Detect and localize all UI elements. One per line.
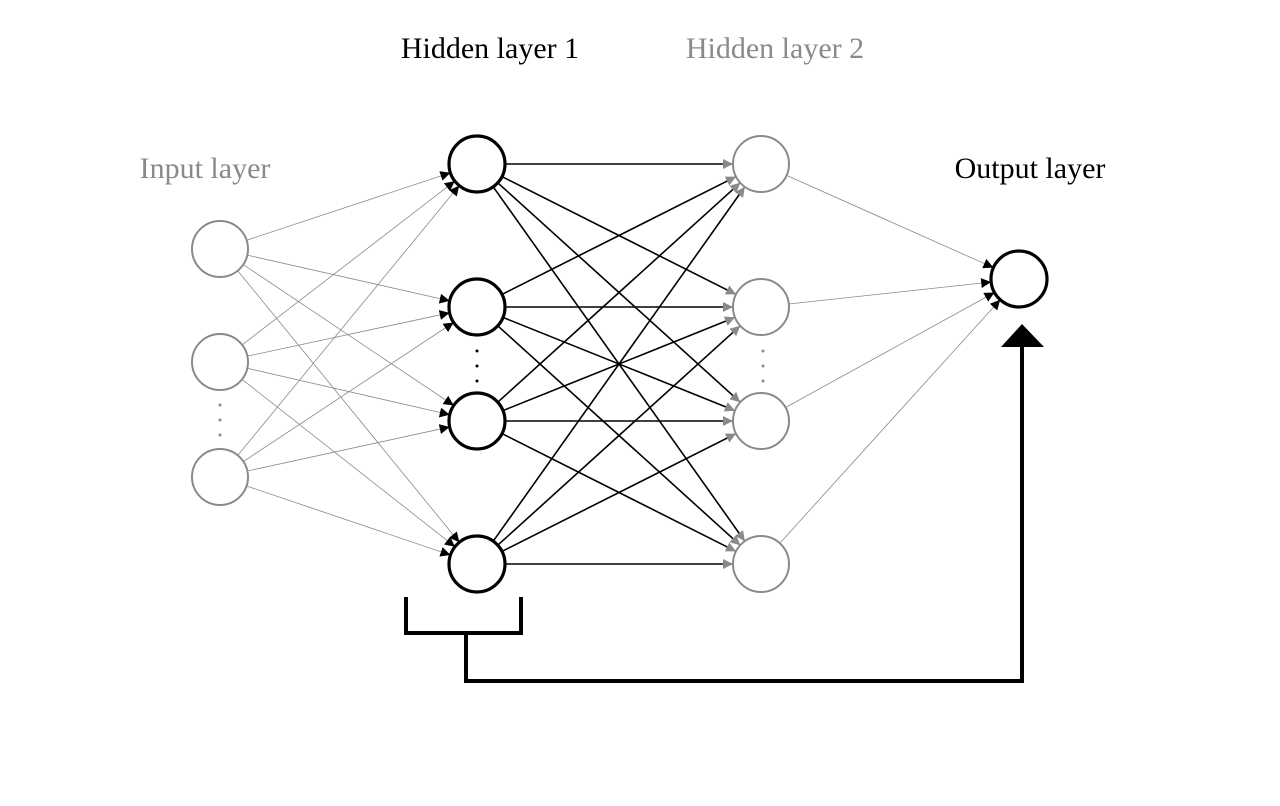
hidden1-ellipsis bbox=[475, 349, 479, 353]
hidden1-node bbox=[447, 534, 507, 594]
hidden1-hidden2-edge bbox=[497, 182, 741, 403]
hidden1-hidden2-edge bbox=[501, 176, 736, 296]
input-layer-label: Input layer bbox=[140, 152, 271, 185]
hidden1-ellipsis bbox=[475, 364, 479, 368]
hidden2-node bbox=[732, 135, 790, 193]
hidden1-node bbox=[447, 391, 507, 451]
hidden1-node bbox=[447, 134, 507, 194]
hidden2-ellipsis bbox=[761, 364, 765, 368]
input-ellipsis bbox=[218, 403, 222, 407]
input-hidden1-edge bbox=[246, 171, 451, 241]
input-node bbox=[191, 333, 249, 391]
hidden2-output-edge bbox=[779, 299, 1001, 544]
input-hidden1-edge bbox=[243, 322, 454, 462]
hidden1-hidden2-edge bbox=[492, 186, 745, 542]
hidden1-hidden2-edge bbox=[497, 325, 741, 546]
input-ellipsis bbox=[218, 418, 222, 422]
input-hidden1-edge bbox=[237, 270, 460, 543]
input-node bbox=[191, 448, 249, 506]
hidden-layer-1-label: Hidden layer 1 bbox=[401, 32, 579, 65]
output-node bbox=[989, 249, 1049, 309]
feedback-line bbox=[464, 340, 1024, 683]
input-ellipsis bbox=[218, 433, 222, 437]
input-hidden1-edge bbox=[241, 378, 455, 547]
feedback-connection bbox=[404, 324, 1044, 683]
input-hidden1-edge bbox=[241, 181, 455, 346]
input-node bbox=[191, 220, 249, 278]
hidden-layer-2-label: Hidden layer 2 bbox=[686, 32, 864, 65]
hidden2-node bbox=[732, 535, 790, 593]
nodes bbox=[191, 134, 1049, 594]
hidden2-node bbox=[732, 278, 790, 336]
hidden1-ellipsis bbox=[475, 379, 479, 383]
hidden1-node bbox=[447, 277, 507, 337]
input-hidden1-edge bbox=[247, 424, 450, 472]
ellipses bbox=[218, 349, 765, 437]
feedback-arrowhead bbox=[1001, 324, 1044, 347]
input-hidden1-edge bbox=[247, 310, 450, 357]
hidden2-output-edge bbox=[788, 278, 992, 305]
hidden2-node bbox=[732, 392, 790, 450]
hidden2-output-edge bbox=[786, 175, 994, 269]
output-layer-label: Output layer bbox=[955, 152, 1106, 185]
input-hidden1-edge bbox=[237, 185, 460, 456]
hidden1-hidden2-edge bbox=[501, 433, 736, 553]
input-hidden1-edge bbox=[247, 367, 450, 418]
hidden2-ellipsis bbox=[761, 379, 765, 383]
hidden2-output-edge bbox=[785, 292, 995, 408]
hidden2-ellipsis bbox=[761, 349, 765, 353]
input-hidden1-edge bbox=[247, 254, 450, 304]
hidden-layer-bracket bbox=[404, 597, 523, 635]
connections bbox=[237, 159, 1001, 569]
input-hidden1-edge bbox=[246, 485, 451, 557]
